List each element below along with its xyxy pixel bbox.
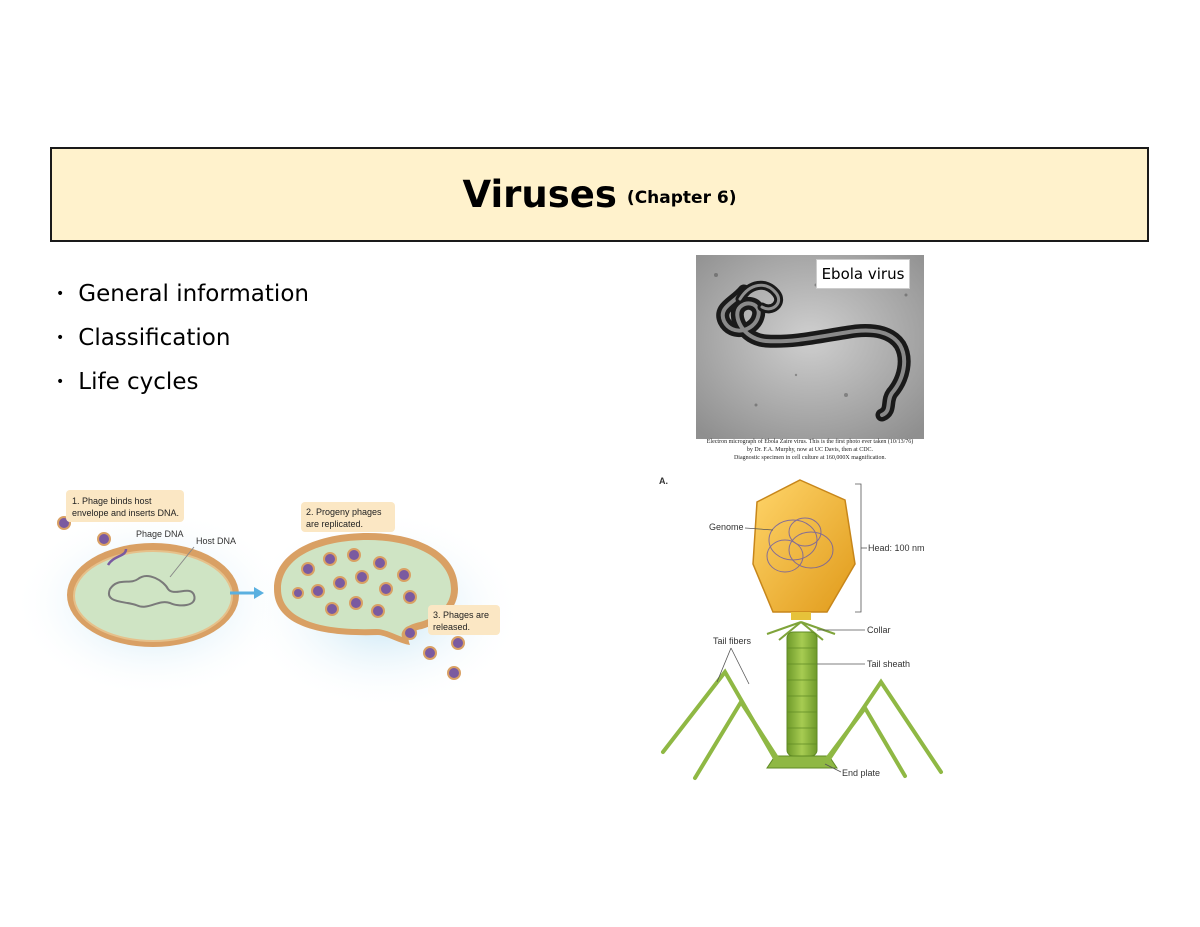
collar-label: Collar bbox=[867, 625, 891, 635]
step1-line2: envelope and inserts DNA. bbox=[72, 508, 179, 518]
step3-line2: released. bbox=[433, 622, 470, 632]
tail-fibers-label: Tail fibers bbox=[713, 636, 752, 646]
bullet-dot-icon: • bbox=[56, 374, 64, 390]
bullet-item: •General information bbox=[56, 272, 309, 316]
bullet-dot-icon: • bbox=[56, 286, 64, 302]
host-dna-label: Host DNA bbox=[196, 536, 236, 546]
panel-label: A. bbox=[659, 476, 668, 486]
end-plate-label: End plate bbox=[842, 768, 880, 778]
bacteriophage-structure-diagram: A. Genome Head: 100 nm Collar Tail sheat… bbox=[655, 472, 955, 788]
ebola-label: Ebola virus bbox=[816, 259, 910, 289]
bullet-dot-icon: • bbox=[56, 330, 64, 346]
tail-sheath-label: Tail sheath bbox=[867, 659, 910, 669]
slide-subtitle: (Chapter 6) bbox=[627, 188, 737, 208]
title-banner: Viruses (Chapter 6) bbox=[50, 147, 1149, 242]
step1-line1: 1. Phage binds host bbox=[72, 496, 152, 506]
phage-dna-label: Phage DNA bbox=[136, 529, 184, 539]
lytic-cycle-diagram: 1. Phage binds host envelope and inserts… bbox=[18, 485, 538, 710]
bullet-item: •Classification bbox=[56, 316, 309, 360]
slide-title: Viruses bbox=[463, 173, 617, 216]
micrograph-caption: Electron micrograph of Ebola Zaire virus… bbox=[696, 438, 924, 462]
step3-line1: 3. Phages are bbox=[433, 610, 489, 620]
bullet-item: •Life cycles bbox=[56, 360, 309, 404]
bullet-list: •General information •Classification •Li… bbox=[56, 272, 309, 404]
genome-label: Genome bbox=[709, 522, 744, 532]
head-size-label: Head: 100 nm bbox=[868, 543, 925, 553]
step2-line1: 2. Progeny phages bbox=[306, 507, 382, 517]
step2-line2: are replicated. bbox=[306, 519, 363, 529]
